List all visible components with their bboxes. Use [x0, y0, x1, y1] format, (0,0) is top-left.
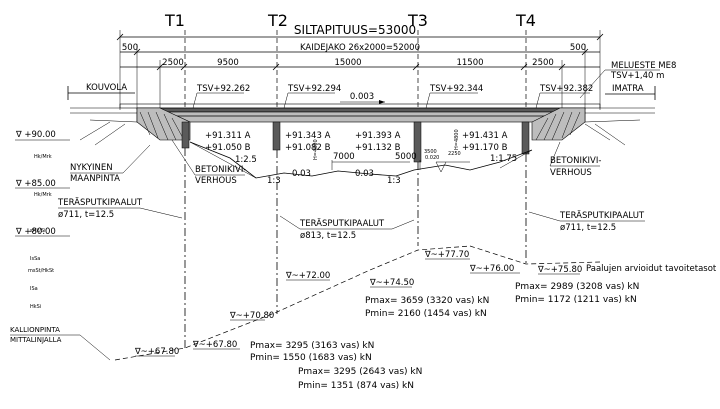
load-t3-pmax: Pmax= 3659 (3320 vas) kN — [365, 296, 489, 306]
profile-dim-4: 2250 — [448, 151, 461, 157]
direction-imatra: IMATRA — [612, 84, 644, 94]
pile-level-7: ∇~+76.00 — [469, 264, 514, 274]
clearance-1: H=4800 — [313, 139, 319, 160]
pile-level-4: ∇~+72.00 — [285, 271, 330, 281]
span-dim-3: 15000 — [334, 58, 361, 68]
slope-left: 1:2.5 — [235, 155, 257, 165]
load-t1-pmax: Pmax= 3295 (2643 vas) kN — [298, 367, 422, 377]
wall-left-line1: BETONIKIVI- — [195, 165, 246, 175]
load-t2-pmin: Pmin= 1550 (1683 vas) kN — [250, 353, 372, 363]
bedrock-label-line2: MITTALINJALLA — [10, 336, 62, 344]
soil-tag-5: msSt/HkSt — [28, 268, 54, 274]
support-label-t1: T1 — [164, 11, 185, 30]
ground-profile — [189, 141, 533, 179]
ground-label-line1: NYKYINEN — [70, 163, 113, 173]
pier-level-t2-b: +91.082 B — [285, 143, 331, 153]
support-label-t2: T2 — [267, 11, 288, 30]
elevation-90: ∇ +90.00 — [15, 130, 56, 140]
slope-right: 1:1.75 — [490, 154, 517, 164]
abutment-right — [531, 107, 641, 146]
pile-mid-line1: TERÄSPUTKIPAALUT — [299, 218, 385, 229]
wall-right-line2: VERHOUS — [550, 168, 592, 178]
soil-tag-1: Hk/Mrk — [34, 154, 52, 160]
profile-slope-1: 0.03 — [292, 169, 311, 179]
tsv-level-t2: TSV+92.294 — [287, 84, 341, 94]
dimension-lines — [116, 30, 604, 110]
soil-tag-2: Hk/Mrk — [34, 192, 52, 198]
profile-dim-3: 3500 — [424, 149, 437, 155]
bedrock-label-line1: KALLIONPINTA — [10, 326, 60, 334]
pier-level-t3-b: +91.132 B — [355, 143, 401, 153]
elevation-85: ∇ +85.00 — [15, 179, 56, 189]
pile-right-line2: ø711, t=12.5 — [560, 223, 616, 233]
pile-target-note: Paalujen arvioidut tavoitetasot — [586, 264, 717, 274]
pier-level-t1-a: +91.311 A — [205, 131, 251, 141]
pile-level-1: ∇~+67.80 — [134, 347, 179, 357]
clearance-2: H=4800 — [454, 129, 460, 150]
pier-level-t1-b: +91.050 B — [205, 143, 251, 153]
load-t4-pmax: Pmax= 2989 (3208 vas) kN — [515, 282, 639, 292]
profile-dim-2: 5000 — [395, 152, 417, 162]
overhang-right-dim: 500 — [570, 43, 586, 53]
load-t4-pmin: Pmin= 1172 (1211 vas) kN — [515, 295, 637, 305]
span-dim-5: 2500 — [532, 58, 554, 68]
pile-level-6: ∇~+77.70 — [424, 250, 469, 260]
pile-level-8: ∇~+75.80 — [537, 265, 582, 275]
pier-level-t4-b: +91.170 B — [462, 143, 508, 153]
tsv-level-t1: TSV+92.262 — [196, 84, 250, 94]
load-t3-pmin: Pmin= 2160 (1454 vas) kN — [365, 309, 487, 319]
elevation-80: ∇ +80.00 — [15, 227, 56, 237]
pile-level-5: ∇~+74.50 — [369, 278, 414, 288]
piles — [184, 148, 527, 350]
wall-right-line1: BETONIKIVI- — [550, 156, 601, 166]
span-division-dim: KAIDEJAKO 26x2000=52000 — [300, 43, 420, 53]
pile-level-3: ∇~+70.80 — [229, 311, 274, 321]
profile-dim-1: 7000 — [333, 152, 355, 162]
slope-mid-left: 1:3 — [267, 176, 281, 186]
pile-right-line1: TERÄSPUTKIPAALUT — [559, 210, 645, 221]
slope-mid-right: 1:3 — [387, 176, 401, 186]
deck-slope: 0.003 — [350, 92, 374, 102]
ground-label-line2: MAANPINTA — [70, 174, 120, 184]
soil-tag-6: ISa — [30, 286, 38, 292]
support-label-t3: T3 — [407, 11, 428, 30]
bedrock-line — [114, 245, 601, 361]
soil-tag-7: HkSi — [30, 304, 41, 310]
noise-barrier-label: MELUESTE ME8 — [611, 61, 676, 71]
abutment-left — [79, 107, 191, 146]
piers — [181, 121, 530, 163]
soil-tag-4: IsSa — [30, 256, 40, 262]
pier-level-t4-a: +91.431 A — [462, 131, 508, 141]
pile-left-line2: ø711, t=12.5 — [58, 210, 114, 220]
pile-left-line1: TERÄSPUTKIPAALUT — [57, 197, 143, 208]
span-dim-2: 9500 — [217, 58, 239, 68]
soil-tag-3: sHk/Si — [30, 228, 46, 234]
pier-level-t2-a: +91.343 A — [285, 131, 331, 141]
support-centre-lines — [184, 30, 527, 108]
bridge-length-title: SILTAPITUUS=53000 — [294, 23, 416, 37]
tsv-level-t4: TSV+92.382 — [539, 84, 593, 94]
overhang-left-dim: 500 — [122, 43, 138, 53]
elevation-markers — [15, 139, 70, 237]
profile-slope-2: 0.03 — [355, 169, 374, 179]
pier-level-t3-a: +91.393 A — [355, 131, 401, 141]
support-label-t4: T4 — [515, 11, 536, 30]
noise-barrier-height: TSV+1,40 m — [610, 71, 664, 81]
load-t2-pmax: Pmax= 3295 (3163 vas) kN — [250, 341, 374, 351]
wall-left-line2: VERHOUS — [195, 176, 237, 186]
pile-level-2: ∇~+67.80 — [192, 340, 237, 350]
load-t1-pmin: Pmin= 1351 (874 vas) kN — [298, 381, 414, 391]
pile-mid-line2: ø813, t=12.5 — [300, 231, 356, 241]
tsv-level-t3: TSV+92.344 — [429, 84, 483, 94]
span-dim-4: 11500 — [456, 58, 483, 68]
span-dim-1: 2500 — [162, 58, 184, 68]
direction-kouvola: KOUVOLA — [86, 83, 127, 93]
profile-dim-5: 0.020 — [425, 155, 439, 161]
